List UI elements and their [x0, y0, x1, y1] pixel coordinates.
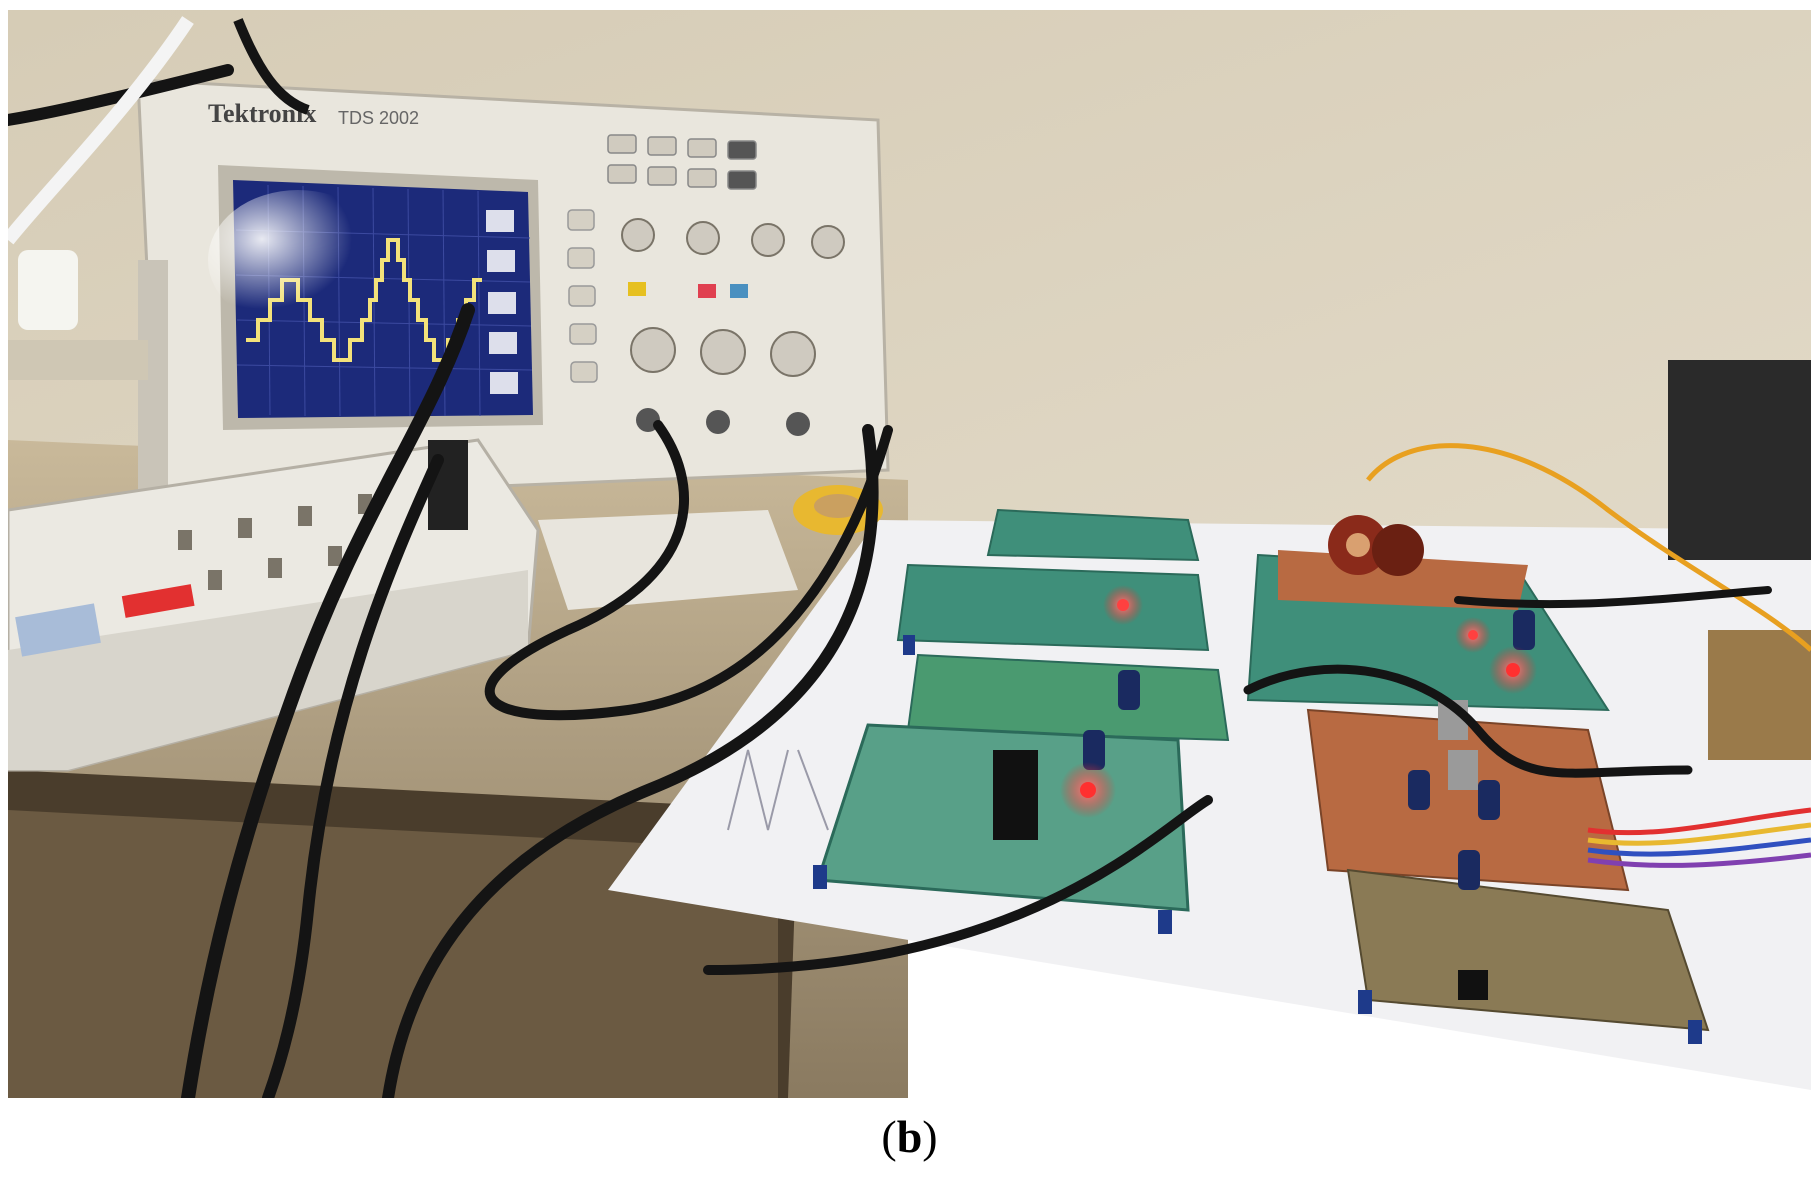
- transformer: [1668, 360, 1811, 760]
- oscilloscope: Tektronix TDS 2002: [136, 78, 890, 502]
- figure-caption: (b): [0, 1110, 1819, 1163]
- caption-open-paren: (: [881, 1111, 897, 1162]
- red-leds: [1060, 585, 1537, 818]
- lab-photo: Tektronix TDS 2002: [8, 10, 1811, 1098]
- caption-close-paren: ): [922, 1111, 938, 1162]
- caption-letter: b: [896, 1111, 923, 1162]
- scope-model: TDS 2002: [338, 108, 419, 128]
- lamp-holder: [18, 250, 78, 330]
- pencil-marking: [727, 749, 829, 831]
